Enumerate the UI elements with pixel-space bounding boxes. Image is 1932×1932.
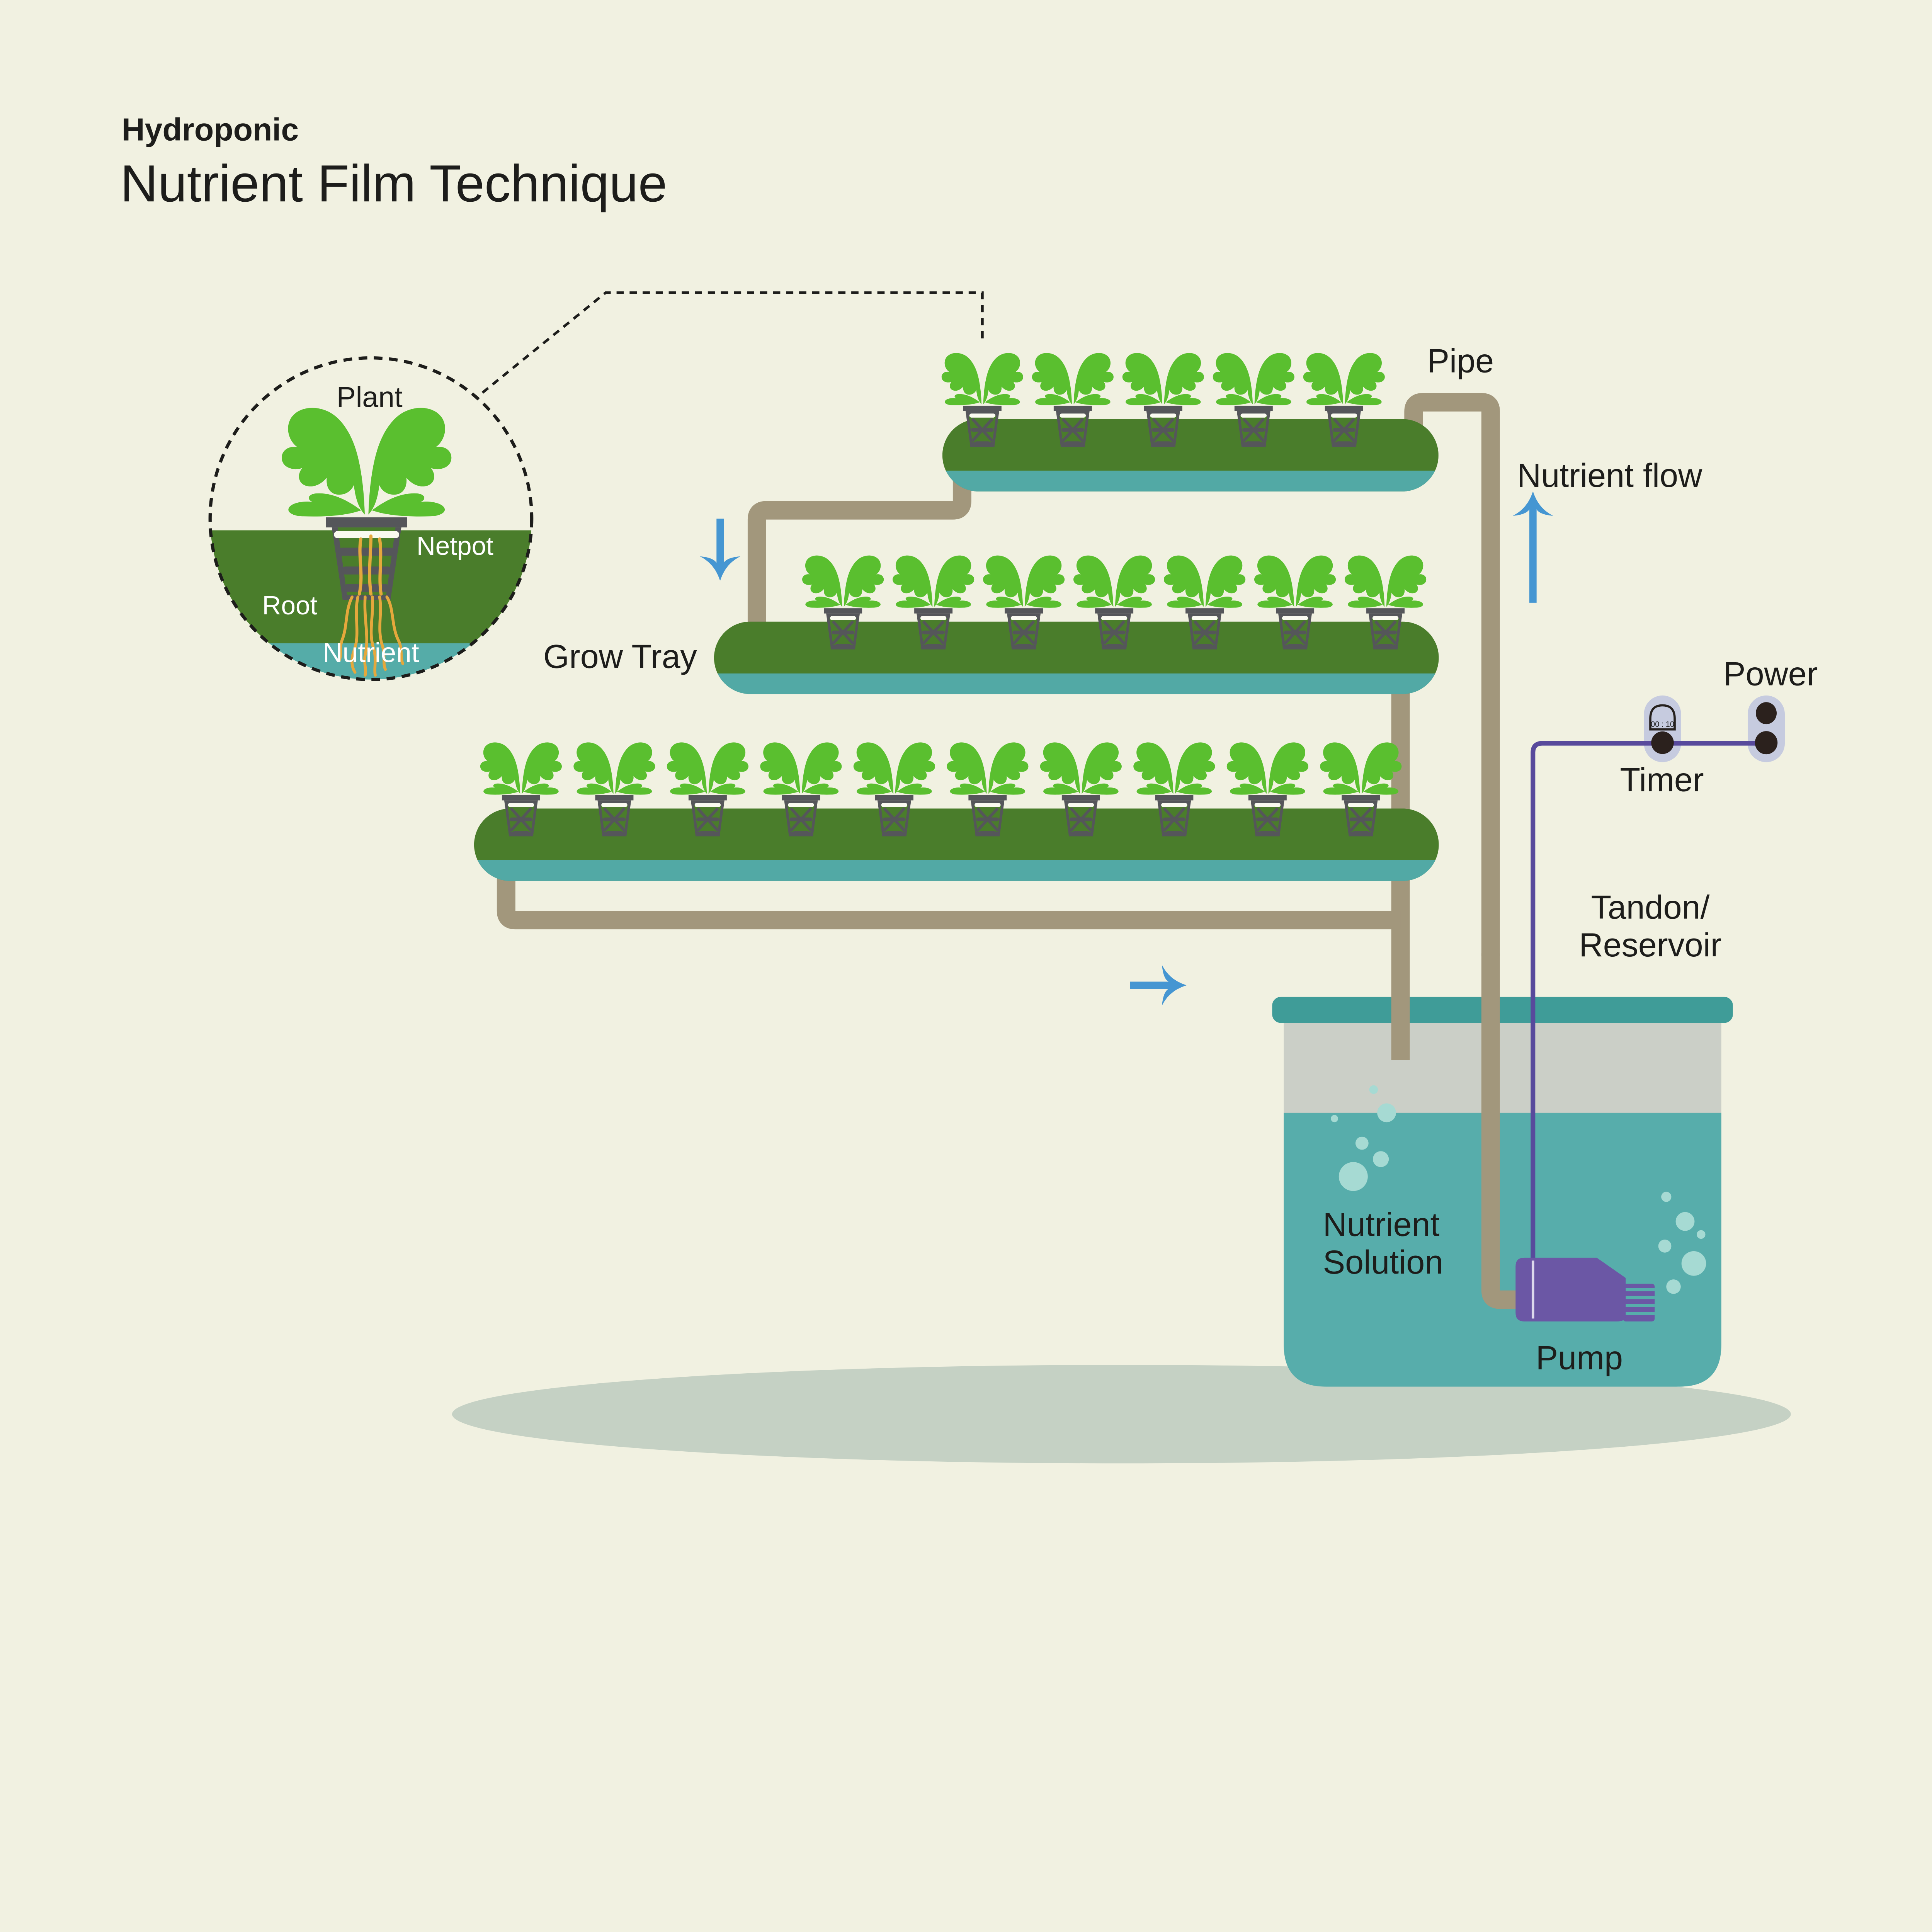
- timer-label: Timer: [1620, 761, 1704, 798]
- nutrient-solution-label-line1: Nutrient: [1323, 1206, 1440, 1243]
- drain-pipe-bottom-to-tank: [497, 875, 1401, 930]
- inset-dashed-circle: [208, 356, 534, 681]
- reservoir-tank: [1272, 997, 1733, 1387]
- grow-tray-middle: [714, 621, 1439, 694]
- timer-button: [1651, 731, 1674, 754]
- flow-arrow-up-icon: [1512, 491, 1553, 603]
- grow-tray-top: [942, 419, 1439, 492]
- power-label: Power: [1723, 656, 1818, 693]
- pump-label: Pump: [1536, 1340, 1623, 1377]
- tank-lid: [1272, 997, 1733, 1023]
- flow-arrows: [700, 491, 1553, 1006]
- inset-roots: [337, 534, 405, 677]
- drain-pipe-top-to-middle: [747, 481, 971, 632]
- nutrient-solution-label-line2: Solution: [1323, 1244, 1444, 1281]
- reservoir-label-line2: Reservoir: [1579, 927, 1722, 964]
- flow-arrow-right-icon: [1130, 965, 1187, 1006]
- supply-pipe-upper: [1404, 393, 1500, 956]
- timer-face: 00 : 10: [1649, 704, 1676, 754]
- ground-shadow: [452, 1365, 1791, 1464]
- netpot-label: Netpot: [417, 532, 493, 561]
- page-title: Nutrient Film Technique: [120, 154, 667, 213]
- root-label: Root: [262, 591, 318, 620]
- nft-diagram: 00 : 10 Pipe Nutrient flow Grow Tray Pow…: [120, 112, 1818, 1464]
- pump-grille: [1626, 1288, 1655, 1315]
- nutrient-label: Nutrient: [323, 638, 419, 668]
- supply-pipe-lower: [1481, 953, 1524, 1309]
- timer-screen: [1649, 704, 1676, 731]
- inset-callout-line: [481, 291, 984, 394]
- flow-arrow-down-icon: [700, 519, 741, 581]
- power-sockets: [1755, 702, 1778, 755]
- bubbles: [1331, 1085, 1706, 1294]
- page-title-kicker: Hydroponic: [122, 112, 299, 148]
- timer-display: 00 : 10: [1651, 720, 1674, 729]
- reservoir-label-line1: Tandon/: [1591, 889, 1710, 926]
- grow-tray-label: Grow Tray: [543, 638, 697, 675]
- pipes: [497, 393, 1524, 1309]
- plant-label: Plant: [337, 381, 403, 413]
- pipe-label: Pipe: [1427, 343, 1494, 380]
- pump: [1515, 1257, 1655, 1321]
- power-cable: [1531, 741, 1767, 1264]
- nutrient-flow-label: Nutrient flow: [1517, 457, 1702, 494]
